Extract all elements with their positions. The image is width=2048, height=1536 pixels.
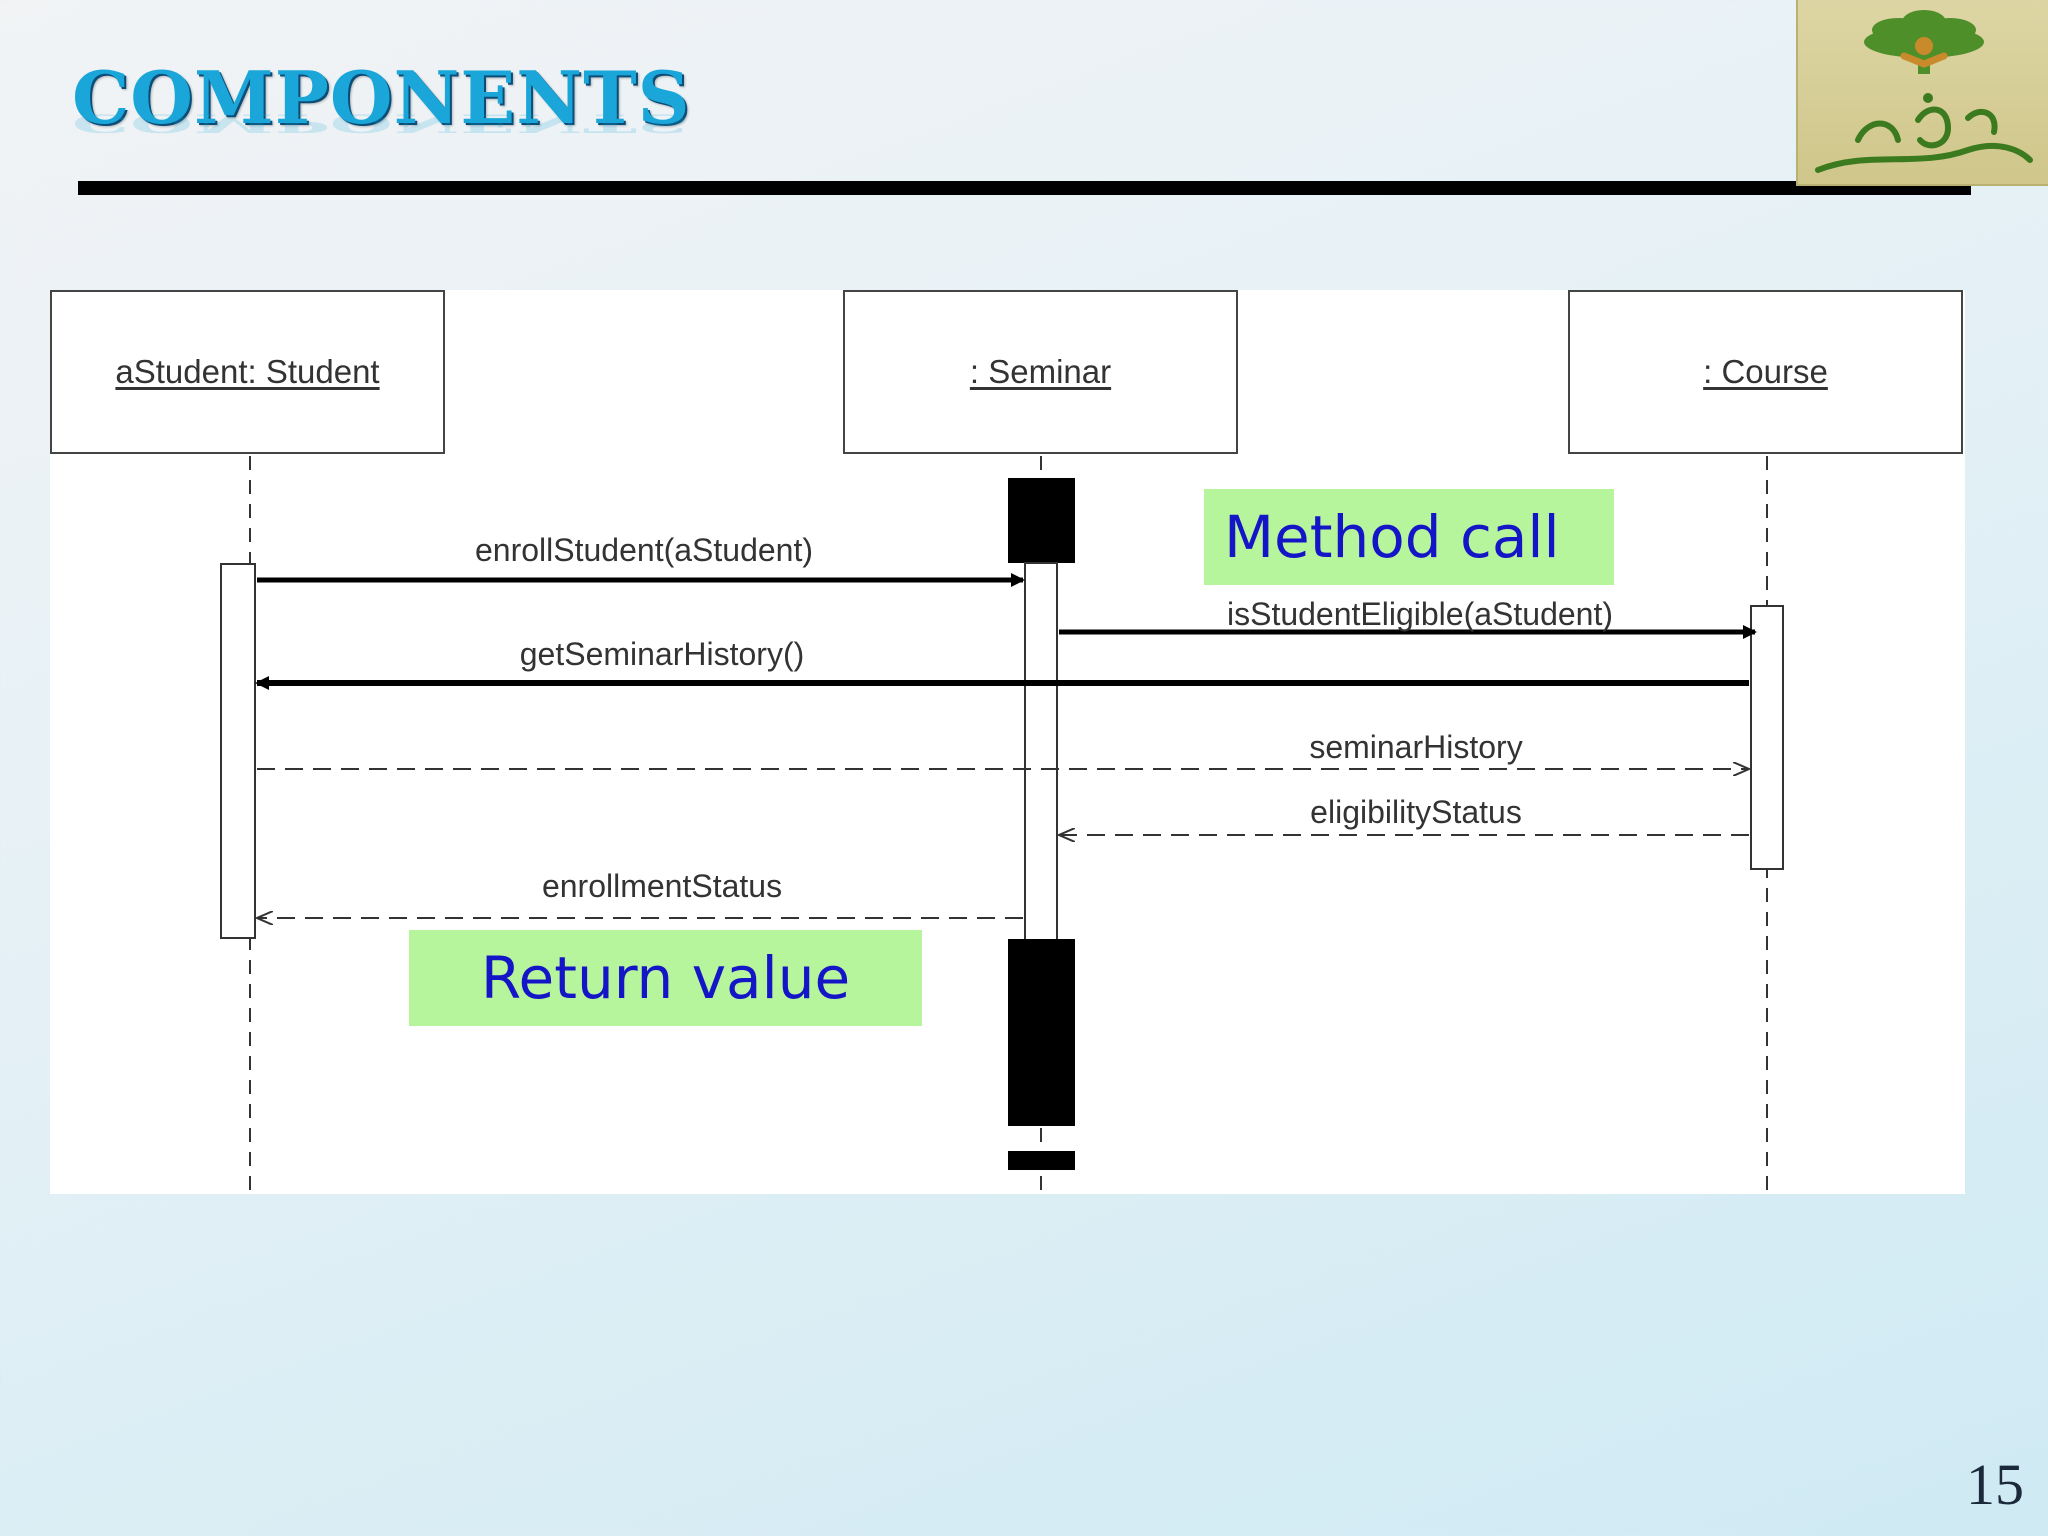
page-number: 15 xyxy=(1966,1452,2024,1517)
lifeline-label: aStudent: Student xyxy=(115,353,380,390)
lifeline-student: aStudent: Student xyxy=(50,290,445,454)
seminar-activation-end xyxy=(1008,1151,1075,1170)
message-label: enrollStudent(aStudent) xyxy=(475,532,813,568)
course-activation xyxy=(1750,605,1784,870)
logo xyxy=(1796,0,2048,186)
seminar-activation-top xyxy=(1008,478,1075,563)
message-label: eligibilityStatus xyxy=(1310,794,1522,830)
sequence-diagram: aStudent: Student : Seminar : Course enr… xyxy=(50,290,1965,1194)
seminar-activation-bottom xyxy=(1008,939,1075,1126)
message-label: seminarHistory xyxy=(1309,729,1523,765)
slide-title: COMPONENTS xyxy=(72,55,691,140)
slide-title-reflection: COMPONENTS xyxy=(72,108,691,139)
lifeline-course: : Course xyxy=(1568,290,1963,454)
message-label: getSeminarHistory() xyxy=(519,636,805,672)
lifeline-label: : Seminar xyxy=(969,353,1112,390)
message-label: enrollmentStatus xyxy=(541,868,783,904)
return-value-callout: Return value xyxy=(409,930,922,1026)
seminar-activation xyxy=(1024,562,1058,942)
tree-person-icon xyxy=(1815,10,2033,173)
message-label: isStudentEligible(aStudent) xyxy=(1226,596,1614,632)
lifeline-label: : Course xyxy=(1703,353,1828,390)
student-activation xyxy=(220,563,256,939)
method-call-callout: Method call xyxy=(1204,489,1614,585)
title-divider xyxy=(78,181,1971,195)
lifeline-seminar: : Seminar xyxy=(843,290,1238,454)
diagram-lines xyxy=(220,456,1784,1194)
